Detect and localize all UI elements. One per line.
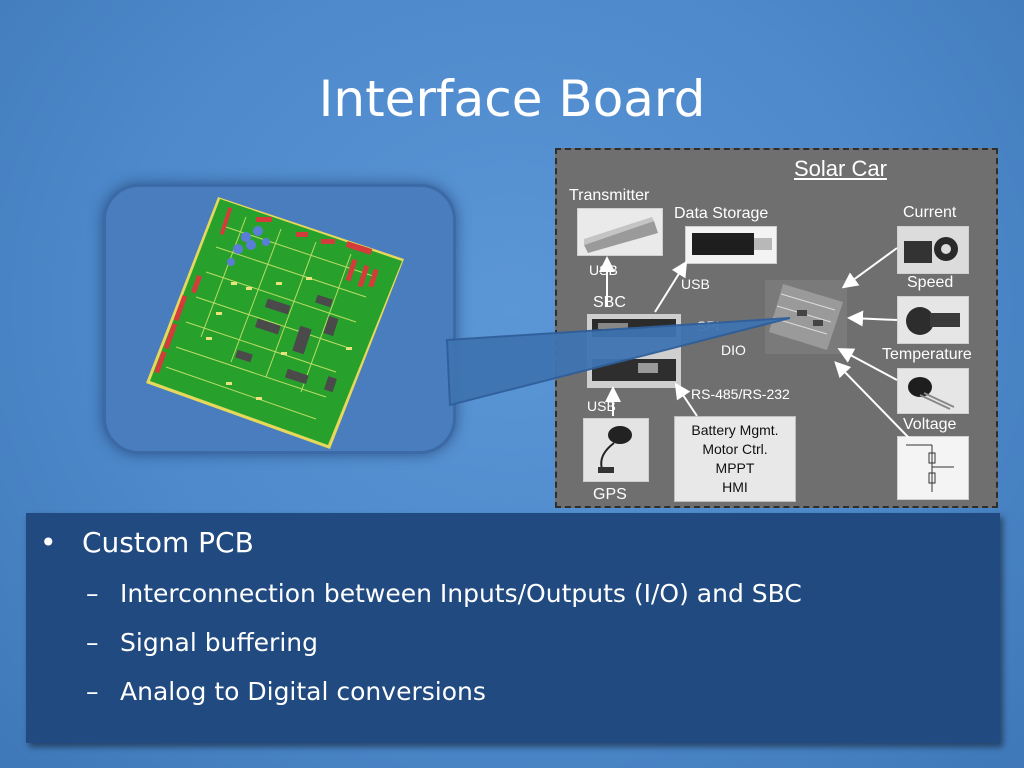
- transmitter-device-image: [577, 208, 663, 256]
- subsystem-motor: Motor Ctrl.: [702, 441, 768, 457]
- dash-icon: –: [86, 677, 99, 706]
- speed-label: Speed: [907, 274, 954, 291]
- subsystems-box: Battery Mgmt. Motor Ctrl. MPPT HMI: [674, 416, 796, 502]
- subsystem-mppt: MPPT: [715, 460, 755, 476]
- bullet-text: Custom PCB: [82, 526, 254, 559]
- subbullet-2: –Signal buffering: [86, 628, 318, 657]
- data-storage-device-image: [685, 226, 777, 264]
- pcb-callout-frame: [103, 184, 456, 454]
- speed-sensor-image: [897, 296, 969, 344]
- subbullet-1: –Interconnection between Inputs/Outputs …: [86, 579, 802, 608]
- bullet-custom-pcb: • Custom PCB: [40, 526, 254, 559]
- subbullet-text: Interconnection between Inputs/Outputs (…: [120, 579, 802, 608]
- slide-title: Interface Board: [318, 70, 706, 128]
- current-label: Current: [903, 204, 957, 221]
- current-sensor-image: [897, 226, 969, 274]
- gps-device-image: [583, 418, 649, 482]
- bullet-icon: •: [40, 526, 57, 559]
- dash-icon: –: [86, 579, 99, 608]
- solar-car-diagram: Solar Car Transmitter Data Storage Curre…: [555, 148, 998, 508]
- subbullet-text: Signal buffering: [120, 628, 318, 657]
- dash-icon: –: [86, 628, 99, 657]
- usb-label-storage: USB: [681, 276, 710, 292]
- data-storage-label: Data Storage: [674, 205, 769, 222]
- subbullet-3: –Analog to Digital conversions: [86, 677, 486, 706]
- gps-label: GPS: [593, 486, 627, 503]
- voltage-divider-schematic: [897, 436, 969, 500]
- sbc-label: SBC: [593, 294, 626, 311]
- diagram-arrows: [599, 247, 910, 439]
- diagram-title: Solar Car: [794, 156, 887, 181]
- temperature-sensor-image: [897, 368, 969, 414]
- pcb-board-image: [146, 197, 404, 449]
- voltage-label: Voltage: [903, 416, 957, 433]
- temperature-label: Temperature: [882, 346, 972, 363]
- transmitter-label: Transmitter: [569, 187, 650, 204]
- bullet-textbox: •Custom PCB –Interconnection between Inp…: [26, 513, 1000, 743]
- subbullet-text: Analog to Digital conversions: [120, 677, 486, 706]
- subsystem-hmi: HMI: [722, 479, 748, 495]
- subsystem-battery: Battery Mgmt.: [691, 422, 779, 438]
